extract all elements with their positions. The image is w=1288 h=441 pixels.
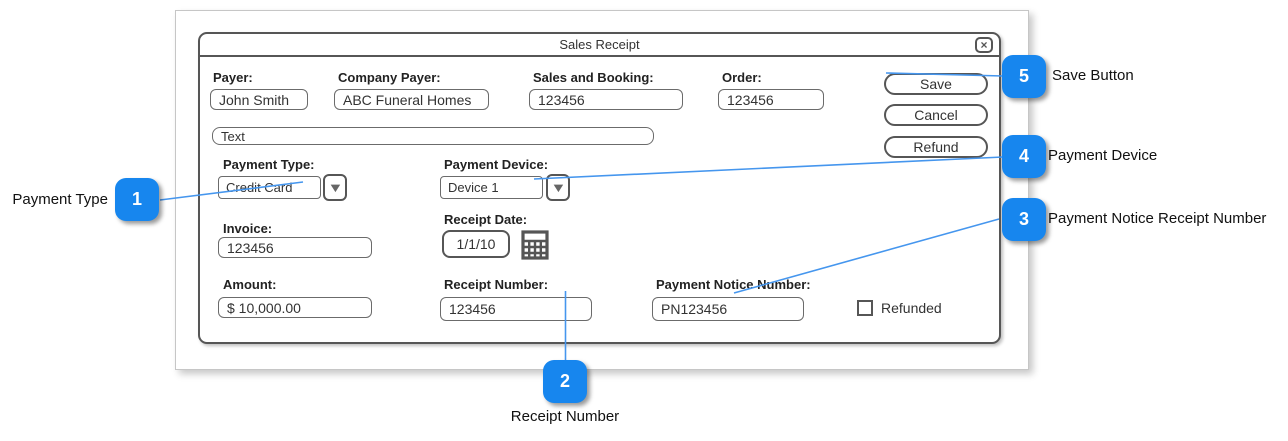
payment-device-select[interactable]: Device 1 (440, 176, 543, 199)
order-label: Order: (722, 70, 762, 85)
callout-label-payment-device: Payment Device (1048, 147, 1158, 164)
refunded-label: Refunded (881, 300, 942, 316)
payer-input[interactable]: John Smith (210, 89, 308, 110)
amount-input[interactable]: $ 10,000.00 (218, 297, 372, 318)
amount-label: Amount: (223, 277, 277, 292)
close-button[interactable]: × (975, 37, 993, 53)
callout-label-payment-type: Payment Type (12, 191, 108, 208)
payer-label: Payer: (213, 70, 253, 85)
callout-badge-2[interactable]: 2 (543, 360, 587, 403)
refund-button[interactable]: Refund (884, 136, 988, 158)
payment-device-dropdown-button[interactable]: ▼ (546, 174, 570, 201)
callout-label-save-button: Save Button (1052, 67, 1134, 84)
callout-label-payment-notice-receipt-number: Payment Notice Receipt Number (1048, 210, 1267, 227)
payment-device-label: Payment Device: (444, 157, 549, 172)
payment-type-label: Payment Type: (223, 157, 315, 172)
sales-and-booking-label: Sales and Booking: (533, 70, 654, 85)
callout-badge-1[interactable]: 1 (115, 178, 159, 221)
payment-notice-number-input[interactable]: PN123456 (652, 297, 804, 321)
calendar-icon[interactable] (521, 230, 549, 260)
invoice-input[interactable]: 123456 (218, 237, 372, 258)
receipt-date-input[interactable]: 1/1/10 (442, 230, 510, 258)
refunded-checkbox[interactable] (857, 300, 873, 316)
chevron-down-icon: ▼ (326, 180, 344, 195)
dialog-titlebar[interactable]: Sales Receipt × (200, 34, 999, 57)
dialog-title: Sales Receipt (559, 37, 640, 52)
chevron-down-icon: ▼ (549, 180, 567, 195)
callout-label-receipt-number: Receipt Number (510, 408, 620, 425)
company-payer-input[interactable]: ABC Funeral Homes (334, 89, 489, 110)
payment-type-dropdown-button[interactable]: ▼ (323, 174, 347, 201)
invoice-label: Invoice: (223, 221, 273, 236)
cancel-button[interactable]: Cancel (884, 104, 988, 126)
sales-and-booking-input[interactable]: 123456 (529, 89, 683, 110)
callout-badge-4[interactable]: 4 (1002, 135, 1046, 178)
payment-type-select[interactable]: Credit Card (218, 176, 321, 199)
sales-receipt-dialog: Sales Receipt × Payer: John Smith Compan… (198, 32, 1001, 344)
text-input[interactable]: Text (212, 127, 654, 145)
close-icon: × (980, 38, 988, 52)
company-payer-label: Company Payer: (338, 70, 441, 85)
receipt-date-label: Receipt Date: (444, 212, 528, 227)
callout-badge-3[interactable]: 3 (1002, 198, 1046, 241)
callout-badge-5[interactable]: 5 (1002, 55, 1046, 98)
receipt-number-label: Receipt Number: (444, 277, 549, 292)
payment-notice-number-label: Payment Notice Number: (656, 277, 811, 292)
save-button[interactable]: Save (884, 73, 988, 95)
order-input[interactable]: 123456 (718, 89, 824, 110)
receipt-number-input[interactable]: 123456 (440, 297, 592, 321)
